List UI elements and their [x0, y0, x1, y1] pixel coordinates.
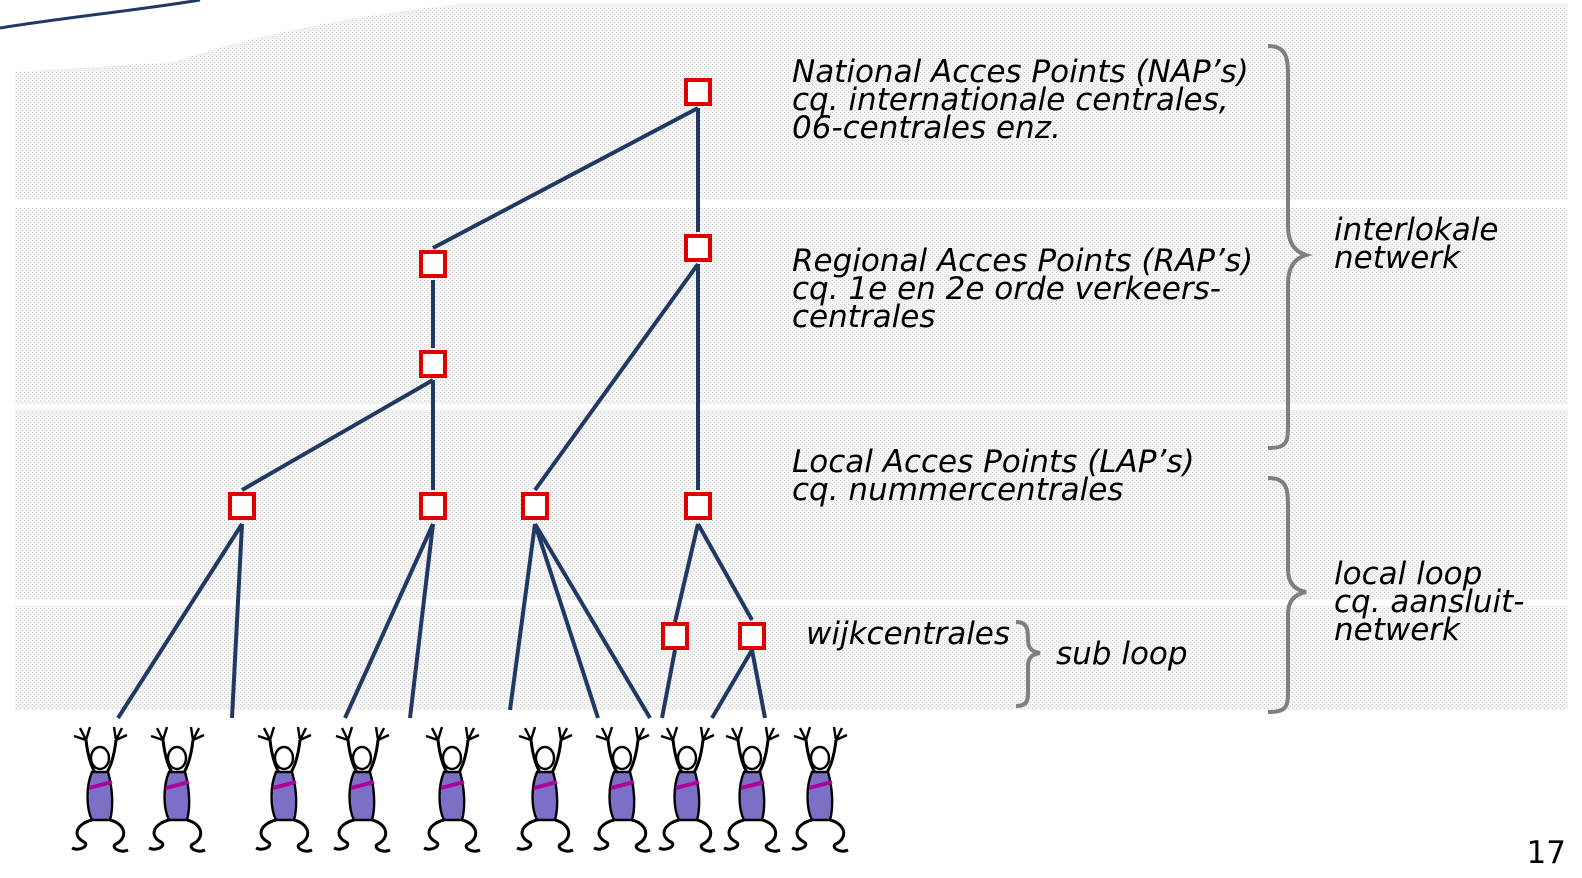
- background-bands: [15, 4, 1568, 710]
- header-arc: [0, 0, 201, 30]
- node-lap-1: [228, 492, 256, 520]
- user-figure: [592, 725, 652, 854]
- label-nap: National Acces Points (NAP’s) cq. intern…: [792, 54, 1249, 146]
- page-number: 17: [1526, 835, 1566, 871]
- link-lap1-user2: [230, 523, 244, 719]
- brace-local-loop: [1267, 476, 1307, 714]
- label-rap: Regional Acces Points (RAP’s) cq. 1e en …: [792, 243, 1254, 335]
- user-figure: [657, 725, 717, 854]
- node-lap-4: [684, 492, 712, 520]
- braces: [1015, 44, 1313, 714]
- node-nap: [684, 78, 712, 106]
- user-figure: [254, 725, 314, 854]
- link-lap2-user3: [343, 523, 435, 719]
- node-rap-1b: [419, 350, 447, 378]
- user-figure: [332, 725, 392, 854]
- user-figure: [515, 725, 575, 854]
- link-nap-rap1: [432, 106, 699, 250]
- label-sub-loop: sub loop: [1056, 636, 1188, 672]
- link-lap3-user5: [508, 523, 537, 711]
- user-figure: [790, 725, 850, 854]
- brace-sub-loop: [1015, 620, 1041, 708]
- user-figure: [422, 725, 482, 854]
- link-wijk2-user10: [750, 649, 767, 719]
- network-links: [116, 106, 767, 720]
- user-figure: [70, 725, 130, 854]
- link-lap1-user1: [116, 522, 244, 720]
- link-rap2-lap3: [533, 262, 700, 492]
- user-figure: [722, 725, 782, 854]
- label-wijkcentrales: wijkcentrales: [806, 616, 1011, 652]
- link-wijk2-user9: [710, 648, 754, 720]
- link-lap2-user4: [408, 523, 435, 719]
- node-wijk-2: [738, 622, 766, 650]
- user-figure: [147, 725, 207, 854]
- end-users: [70, 725, 850, 854]
- label-local-loop: local loop cq. aansluit- netwerk: [1334, 556, 1525, 648]
- link-rap1b-lap1: [241, 378, 434, 492]
- brace-interlokaal: [1267, 44, 1313, 450]
- link-lap3-user7: [533, 522, 652, 720]
- node-rap-1: [419, 250, 447, 278]
- node-rap-2: [684, 234, 712, 262]
- network-nodes: [228, 78, 766, 650]
- link-lap4-wijk1: [673, 523, 700, 623]
- label-interlokaal: interlokale netwerk: [1334, 212, 1499, 276]
- link-wijk1-user8: [660, 649, 677, 719]
- node-lap-2: [419, 492, 447, 520]
- link-lap4-wijk2: [696, 523, 754, 621]
- label-lap: Local Acces Points (LAP’s) cq. nummercen…: [792, 444, 1195, 508]
- link-lap3-user6: [533, 523, 600, 719]
- node-lap-3: [521, 492, 549, 520]
- node-wijk-1: [661, 622, 689, 650]
